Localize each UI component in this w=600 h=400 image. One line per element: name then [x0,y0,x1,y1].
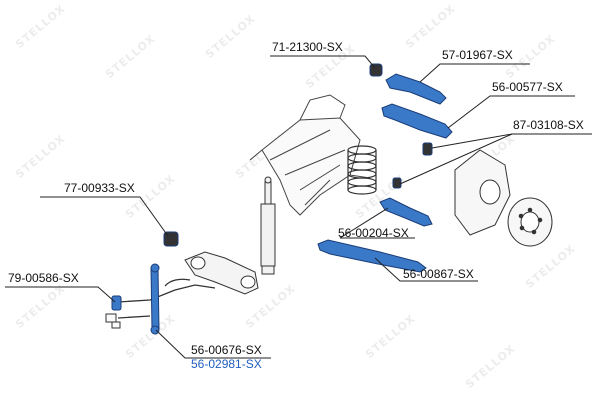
part-bushing-79-00586 [111,295,122,311]
callout-57-01967: 57-01967-SX [442,48,513,62]
part-arm-56-00867 [317,239,427,273]
leader-87-03108 [431,133,592,149]
part-stabilizer-link-top [150,263,160,273]
leader-79-00586 [5,286,116,303]
part-arm-57-01967 [385,73,447,105]
part-arm-56-00577 [381,103,453,139]
leader-77-00933 [40,196,169,237]
callout-71-21300: 71-21300-SX [272,40,343,54]
callout-56-00676: 56-00676-SX [191,343,262,357]
leader-56-00867 [374,257,478,282]
leader-56-00204 [339,207,415,239]
stabilizer-bar-drawing [117,278,216,319]
callout-87-03108: 87-03108-SX [513,118,584,132]
leader-56-00676 [155,329,271,359]
part-stabilizer-link [150,267,160,331]
part-bushing-56-00204 [392,177,402,189]
callout-77-00933: 77-00933-SX [64,181,135,195]
stabilizer-bracket-drawing [105,313,121,329]
leader-57-01967 [419,63,530,83]
hub-knuckle-drawing [454,149,553,247]
highlighted-parts [111,63,453,335]
leader-lines [5,55,592,359]
part-arm-56-00204 [379,197,433,227]
part-bushing-71-21300 [369,63,383,77]
part-stabilizer-link-bottom [150,325,160,335]
shock-absorber-drawing [260,176,276,275]
lower-control-arm-drawing [184,251,259,295]
leader-56-00577 [447,95,575,129]
callout-56-00867: 56-00867-SX [403,267,474,281]
subframe-drawing [249,94,371,216]
coil-spring-drawing [347,145,377,195]
leader-71-21300 [270,55,376,69]
callout-56-00577: 56-00577-SX [492,80,563,94]
callout-56-00204: 56-00204-SX [338,226,409,240]
part-bushing-87-03108 [422,142,433,156]
callout-79-00586: 79-00586-SX [8,271,79,285]
leader-87-03108-b [399,133,513,185]
callout-56-02981[interactable]: 56-02981-SX [191,357,262,371]
